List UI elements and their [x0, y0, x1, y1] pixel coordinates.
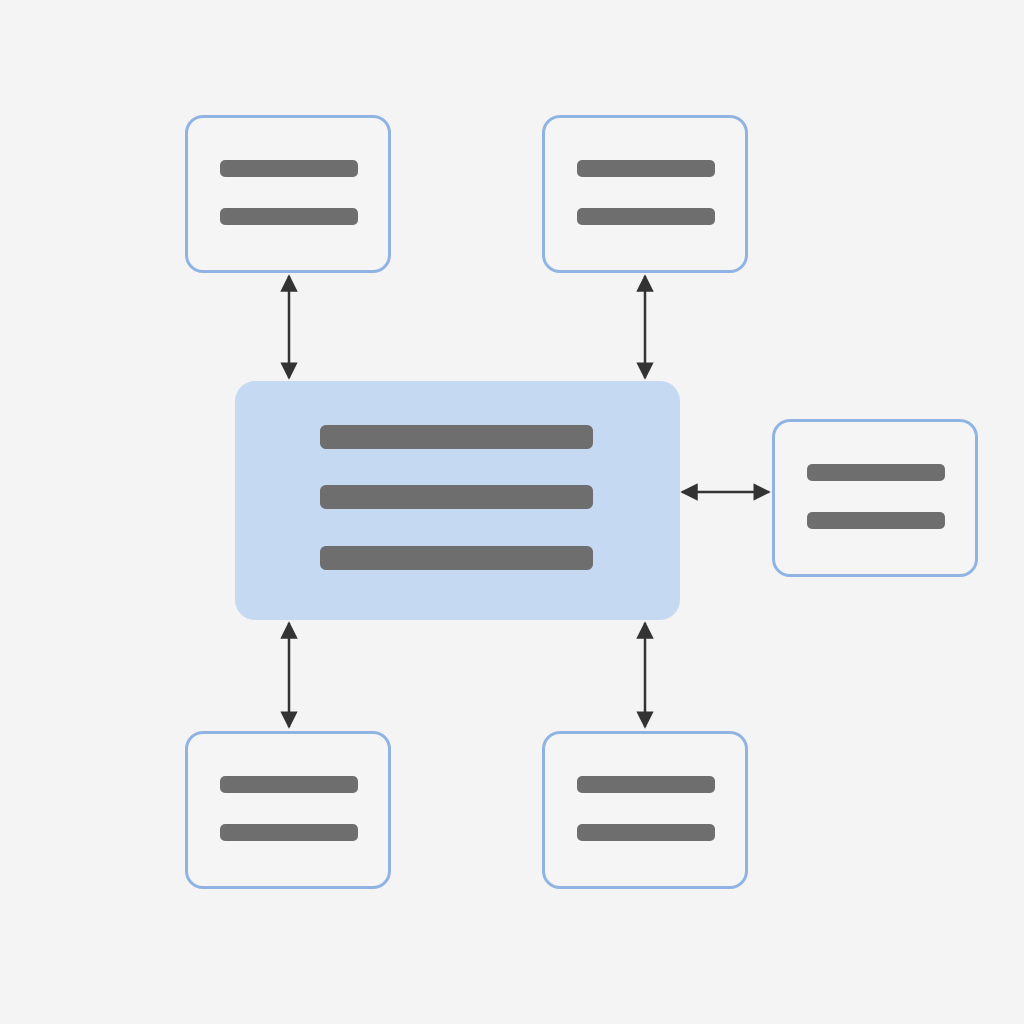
node-text-placeholder-line [220, 776, 358, 793]
hub-node [235, 381, 680, 620]
node-text-placeholder-line [577, 160, 715, 177]
node-text-placeholder-line [807, 464, 945, 481]
node-text-placeholder-line [577, 824, 715, 841]
hub-text-placeholder-line [320, 546, 593, 570]
node-top-right [542, 115, 748, 273]
node-text-placeholder-line [220, 160, 358, 177]
node-bottom-right [542, 731, 748, 889]
node-text-placeholder-line [807, 512, 945, 529]
node-bottom-left [185, 731, 391, 889]
node-right [772, 419, 978, 577]
node-text-placeholder-line [577, 208, 715, 225]
hub-text-placeholder-line [320, 485, 593, 509]
node-text-placeholder-line [220, 208, 358, 225]
node-text-placeholder-line [577, 776, 715, 793]
hub-text-placeholder-line [320, 425, 593, 449]
node-text-placeholder-line [220, 824, 358, 841]
node-top-left [185, 115, 391, 273]
